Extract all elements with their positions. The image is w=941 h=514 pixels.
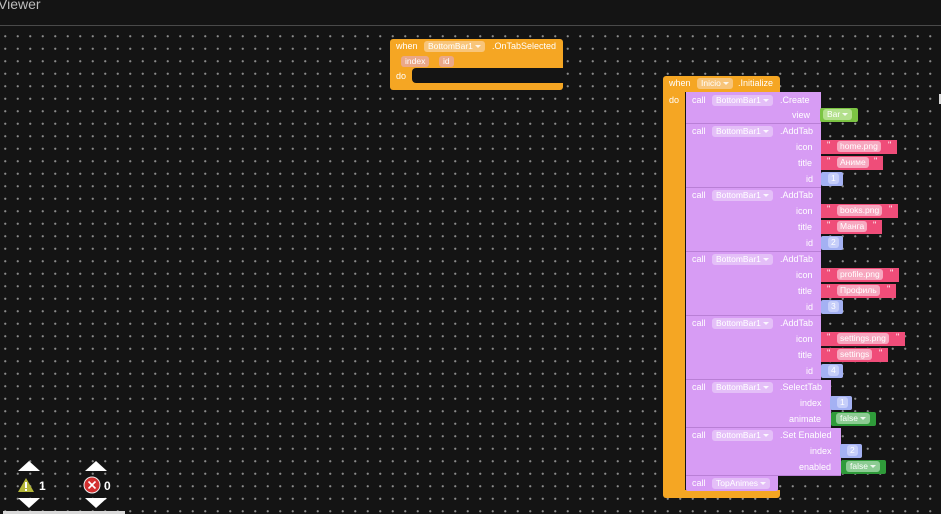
arg-label: id <box>806 302 814 312</box>
blocks-workspace[interactable]: when BottomBar1 .OnTabSelected index id … <box>0 26 941 514</box>
warning-prev-button[interactable] <box>18 461 40 471</box>
number-value[interactable]: 1 <box>837 397 848 408</box>
text-value[interactable]: home.png <box>837 141 881 152</box>
arg-label: icon <box>796 142 813 152</box>
component-dropdown[interactable]: BottomBar1 <box>712 190 773 201</box>
arg-label: index <box>800 398 822 408</box>
component-dropdown[interactable]: BottomBar1 <box>712 430 773 441</box>
warning-count: 1 <box>39 479 46 493</box>
method-name: .AddTab <box>780 190 814 200</box>
method-name: .AddTab <box>780 318 814 328</box>
event-name: .Initialize <box>738 78 774 88</box>
call-label: call <box>692 95 706 105</box>
param-index[interactable]: index <box>401 56 430 67</box>
event-name: .OnTabSelected <box>492 41 557 51</box>
error-next-button[interactable] <box>85 498 107 508</box>
warning-next-button[interactable] <box>18 498 40 508</box>
method-name: .AddTab <box>780 126 814 136</box>
error-prev-button[interactable] <box>85 461 107 471</box>
horizontal-scrollbar[interactable] <box>3 511 125 514</box>
component-dropdown[interactable]: BottomBar1 <box>712 95 773 106</box>
call-label: call <box>692 254 706 264</box>
call-label: call <box>692 430 706 440</box>
number-value[interactable]: 3 <box>828 301 839 312</box>
method-name: .AddTab <box>780 254 814 264</box>
number-value[interactable]: 4 <box>828 365 839 376</box>
number-value[interactable]: 2 <box>828 237 839 248</box>
arg-label: icon <box>796 334 813 344</box>
component-dropdown[interactable]: BottomBar1 <box>712 382 773 393</box>
text-value[interactable]: Манга <box>837 221 868 232</box>
component-dropdown[interactable]: Inicio <box>697 78 733 89</box>
arg-label: id <box>806 366 814 376</box>
text-value[interactable]: settings <box>837 349 873 360</box>
call-label: call <box>692 318 706 328</box>
component-dropdown[interactable]: BottomBar1 <box>712 126 773 137</box>
number-value[interactable]: 1 <box>828 173 839 184</box>
arg-label: icon <box>796 206 813 216</box>
method-name: .Set Enabled <box>780 430 832 440</box>
when-label: when <box>669 78 691 88</box>
text-value[interactable]: Профиль <box>837 285 880 296</box>
viewer-title: Viewer <box>0 0 41 12</box>
number-value[interactable]: 2 <box>847 445 858 456</box>
procedure-dropdown[interactable]: TopAnimes <box>712 478 771 489</box>
component-dropdown[interactable]: BottomBar1 <box>712 254 773 265</box>
call-label: call <box>692 190 706 200</box>
method-name: .SelectTab <box>780 382 823 392</box>
error-count: 0 <box>104 479 111 493</box>
text-value[interactable]: Аниме <box>837 157 869 168</box>
arg-label: title <box>798 158 813 168</box>
boolean-dropdown[interactable]: false <box>836 413 870 424</box>
arg-label: enabled <box>799 462 832 472</box>
component-dropdown[interactable]: BottomBar1 <box>424 41 485 52</box>
text-value[interactable]: books.png <box>837 205 883 216</box>
arg-label: id <box>806 238 814 248</box>
arg-label: title <box>798 350 813 360</box>
call-label: call <box>692 478 706 488</box>
do-label: do <box>396 71 407 81</box>
arg-label: id <box>806 174 814 184</box>
boolean-dropdown[interactable]: false <box>846 461 880 472</box>
arg-label: title <box>798 222 813 232</box>
viewer-titlebar: Viewer <box>0 0 941 26</box>
call-label: call <box>692 382 706 392</box>
vertical-scrollbar[interactable] <box>939 94 941 104</box>
arg-label: index <box>810 446 832 456</box>
text-value[interactable]: settings.png <box>837 333 889 344</box>
call-label: call <box>692 126 706 136</box>
do-label: do <box>669 95 680 105</box>
param-id[interactable]: id <box>439 56 454 67</box>
call-block-set-enabled[interactable] <box>686 428 841 476</box>
text-value[interactable]: profile.png <box>837 269 883 280</box>
arg-label: icon <box>796 270 813 280</box>
when-label: when <box>396 41 418 51</box>
arg-label: animate <box>789 414 822 424</box>
arg-label: title <box>798 286 813 296</box>
method-name: .Create <box>780 95 810 105</box>
warning-icon <box>18 478 34 492</box>
component-value-dropdown[interactable]: Bar <box>823 109 853 120</box>
arg-label: view <box>792 110 811 120</box>
error-icon <box>83 476 101 494</box>
component-dropdown[interactable]: BottomBar1 <box>712 318 773 329</box>
